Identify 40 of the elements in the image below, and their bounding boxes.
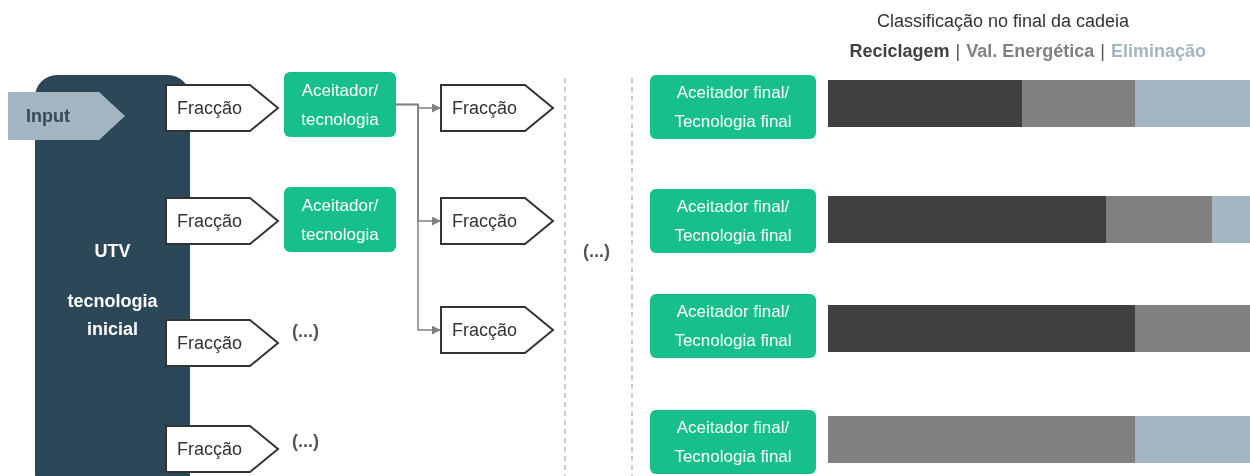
band-label: UTV — [93, 240, 132, 263]
legend-item: Reciclagem — [849, 40, 950, 63]
input-arrow-shape — [8, 92, 125, 140]
ellipsis-text: (...) — [292, 430, 319, 453]
fraction-label: Fracção — [177, 96, 243, 120]
acceptor-label: Aceitador final/ Tecnologia final — [673, 82, 793, 133]
legend-item: Eliminação — [1110, 40, 1206, 63]
input-label: Input — [26, 104, 70, 128]
legend-item: Val. Energética — [966, 40, 1095, 63]
fraction-label: Fracção — [452, 318, 518, 342]
acceptor-box — [284, 72, 396, 137]
ellipsis-text: (...) — [292, 320, 319, 343]
fraction-label: Fracção — [452, 96, 518, 120]
fraction-label: Fracção — [177, 437, 243, 461]
separator-text: | — [955, 40, 961, 63]
fraction-pentagon — [440, 84, 555, 132]
fraction-pentagon — [165, 425, 280, 473]
acceptor-label: Aceitador final/ Tecnologia final — [673, 417, 793, 468]
ellipsis-text: (...) — [583, 240, 610, 263]
fraction-pentagon — [165, 319, 280, 367]
acceptor-label: Aceitador/ tecnologia — [300, 79, 380, 131]
fraction-label: Fracção — [452, 209, 518, 233]
fraction-label: Fracção — [177, 209, 243, 233]
fraction-pentagon — [165, 197, 280, 245]
acceptor-box — [650, 410, 816, 474]
acceptor-box — [284, 187, 396, 252]
fraction-pentagon — [165, 84, 280, 132]
fraction-label: Fracção — [177, 331, 243, 355]
fraction-pentagon — [440, 306, 555, 354]
arrow — [395, 103, 441, 335]
acceptor-label: Aceitador final/ Tecnologia final — [673, 301, 793, 352]
acceptor-box — [650, 294, 816, 358]
separator-text: | — [1100, 40, 1105, 63]
band-label: tecnologia inicial — [66, 290, 159, 341]
chart-title: Classificação no final da cadeia — [875, 10, 1131, 33]
acceptor-box — [650, 75, 816, 139]
acceptor-label: Aceitador/ tecnologia — [300, 194, 380, 246]
acceptor-label: Aceitador final/ Tecnologia final — [673, 196, 793, 247]
fraction-pentagon — [440, 197, 555, 245]
acceptor-box — [650, 189, 816, 253]
